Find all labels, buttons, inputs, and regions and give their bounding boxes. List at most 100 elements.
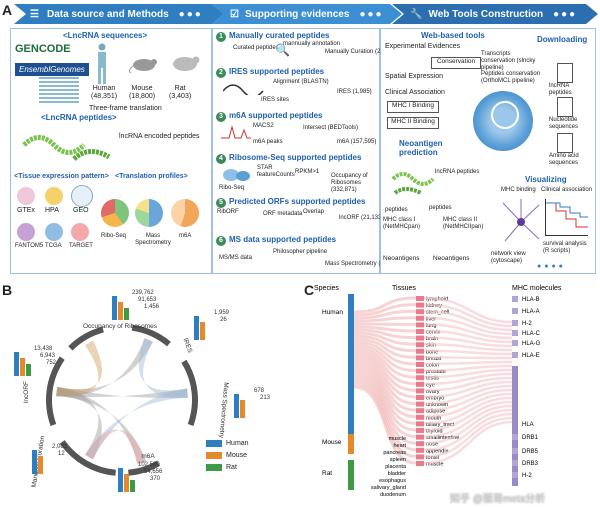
gencode-logo: GENCODE bbox=[15, 43, 71, 55]
legend-item-mouse: Mouse bbox=[206, 452, 249, 459]
sankey-tissue-label: biliary_tract bbox=[426, 422, 455, 428]
mhc1-box: MHC I Binding bbox=[387, 101, 439, 113]
check-icon: ☑ bbox=[230, 8, 239, 20]
chord-bar bbox=[32, 450, 37, 474]
sankey-mhc-label: DRB3 bbox=[522, 461, 539, 467]
sankey-mhc-node bbox=[512, 296, 518, 302]
sankey-species-node bbox=[348, 460, 354, 490]
source-ribo-seq: Ribo-Seq bbox=[101, 233, 127, 239]
gtex-logo-icon bbox=[17, 187, 35, 205]
sankey-link bbox=[423, 296, 513, 324]
chord-bar bbox=[240, 400, 245, 418]
sankey-link bbox=[423, 303, 513, 328]
sankey-mhc-node bbox=[512, 330, 518, 336]
sankey-mhc-node bbox=[512, 366, 518, 486]
chord-group-label: Mass Spectrometry bbox=[218, 382, 230, 439]
chord-value-label: 370 bbox=[150, 476, 161, 482]
chord-arc bbox=[128, 460, 160, 476]
chord-bar bbox=[38, 456, 43, 474]
banner-label: Web Tools Construction bbox=[428, 8, 544, 20]
sankey-tissue-node bbox=[416, 381, 424, 387]
document-icon bbox=[557, 133, 573, 153]
sankey-tissue-label: muscle bbox=[389, 436, 406, 442]
source-tcga: TCGA bbox=[45, 243, 62, 249]
m6a-count: m6A (157,595) bbox=[337, 139, 377, 145]
sankey-tissue-node bbox=[416, 368, 424, 374]
sankey-mhc-label: H-2 bbox=[522, 321, 532, 327]
sankey-tissue-node bbox=[416, 355, 424, 361]
sankey-tissue-label: unknown bbox=[426, 402, 448, 408]
sankey-link bbox=[353, 325, 417, 333]
sankey-link bbox=[423, 364, 513, 372]
source-target: TARGET bbox=[69, 243, 93, 249]
chord-value-label: 2,081 bbox=[52, 444, 68, 450]
sankey-link bbox=[353, 379, 417, 452]
chord-bar bbox=[124, 474, 129, 492]
sankey-species-node bbox=[348, 434, 354, 454]
sankey-link bbox=[353, 385, 417, 465]
sankey-header-mhc: MHC molecules bbox=[512, 285, 562, 292]
encoded-label: lncRNA encoded peptides bbox=[119, 133, 200, 140]
peaks-icon bbox=[221, 125, 251, 139]
source-geo: GEO bbox=[73, 207, 89, 214]
chord-arc bbox=[68, 326, 104, 351]
sankey-link bbox=[353, 331, 417, 346]
rpkm-label: RPKM>1 bbox=[295, 169, 320, 175]
chord-ribbon bbox=[56, 386, 188, 399]
msms-label: MS/MS data bbox=[219, 255, 253, 261]
source-hpa: HPA bbox=[45, 207, 59, 214]
sankey-link bbox=[353, 334, 417, 353]
chord-bar bbox=[118, 302, 123, 320]
intersect-label: Intersect (BEDTools) bbox=[303, 125, 359, 131]
lnc-peptides-label: lncRNA peptides bbox=[435, 169, 480, 175]
sankey-link bbox=[423, 342, 513, 352]
clinical-label: Clinical Association bbox=[385, 89, 445, 96]
peptide-chains-icon bbox=[19, 125, 119, 170]
sankey-link bbox=[423, 368, 513, 379]
sankey-tissue-label: bladder bbox=[388, 471, 407, 477]
sankey-tissue-node bbox=[416, 296, 424, 301]
experimental-label: Experimental Evidences bbox=[385, 43, 461, 50]
legend-swatch bbox=[206, 464, 222, 471]
web-tools-panel: Web-based tools Downloading Experimental… bbox=[380, 28, 596, 274]
sankey-link bbox=[353, 364, 417, 419]
sankey-species-label: Rat bbox=[322, 470, 332, 477]
sankey-mhc-node bbox=[512, 472, 518, 478]
legend-item-human: Human bbox=[206, 440, 249, 447]
manual-curation-count: Manually Curation (2,093) bbox=[325, 49, 395, 55]
sequence-lines-icon bbox=[39, 77, 79, 103]
sankey-tissue-label: pancreas bbox=[383, 450, 406, 456]
ribosome-icon bbox=[219, 167, 253, 183]
tissue-pattern-title: <Tissue expression pattern> bbox=[14, 173, 109, 180]
chord-value-label: 1,456 bbox=[144, 304, 160, 310]
chord-ribbon bbox=[56, 386, 102, 460]
translation-profiles-title: <Translation profiles> bbox=[115, 173, 188, 180]
chord-value-label: 102,580 bbox=[138, 462, 160, 468]
sankey-tissue-node bbox=[416, 302, 424, 308]
mass-spec-count: Mass Spectrometry (1,004) bbox=[325, 261, 398, 267]
tcga-logo-icon bbox=[45, 223, 63, 241]
banner-data-source: ☰ Data source and Methods ●●● bbox=[14, 4, 224, 24]
sankey-tissue-label: eye bbox=[426, 382, 435, 388]
dots-icon: ●●●● bbox=[537, 263, 566, 270]
sankey-link bbox=[423, 376, 513, 392]
neoantigen-title: Neoantigen prediction bbox=[399, 139, 443, 157]
conservation-box: Conservation bbox=[431, 57, 481, 69]
sankey-tissue-label: heart bbox=[393, 443, 406, 449]
sankey-link bbox=[423, 392, 513, 419]
magnifier-icon: 🔍 bbox=[275, 43, 290, 57]
sankey-mhc-node bbox=[512, 320, 518, 326]
neoantigens-1: Neoantigens bbox=[383, 255, 420, 262]
sankey-link bbox=[423, 416, 513, 458]
legend-label: Mouse bbox=[226, 452, 248, 459]
chord-value-label: 91,653 bbox=[138, 297, 157, 303]
sankey-tissue-label: ovary bbox=[426, 389, 440, 395]
sankey-tissue-label: salivary_gland bbox=[371, 485, 406, 491]
chord-group-label: IRES bbox=[182, 337, 194, 354]
sankey-tissue-node bbox=[416, 395, 424, 400]
visualizing-title: Visualizing bbox=[525, 175, 567, 184]
sankey-link bbox=[423, 420, 513, 465]
sankey-link bbox=[353, 367, 417, 425]
